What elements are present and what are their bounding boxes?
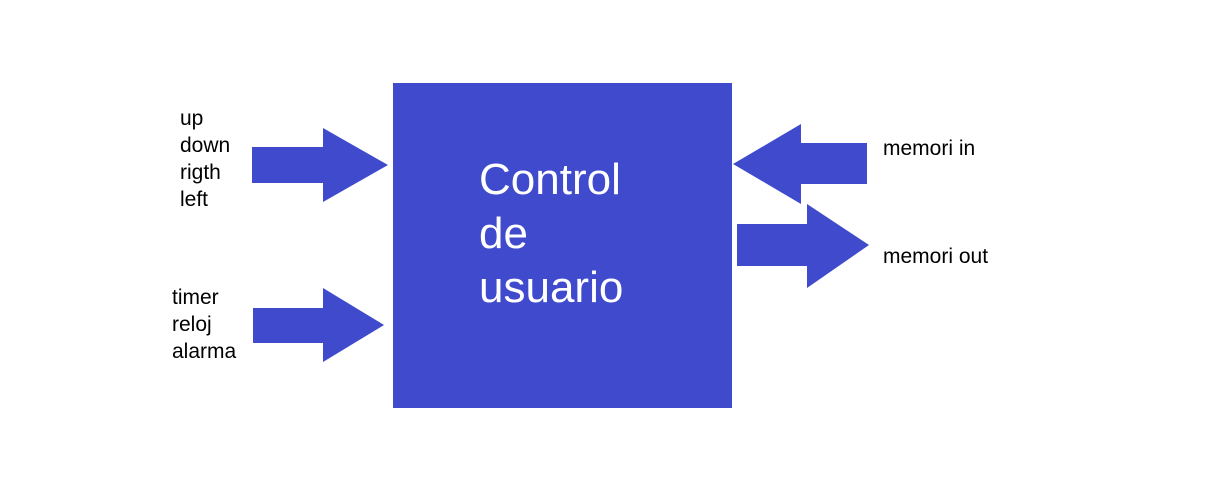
block-title-line: usuario (479, 263, 624, 312)
block-title-line: Control (479, 155, 621, 204)
input-label-left: left (180, 188, 209, 211)
control-block: Control de usuario (393, 83, 732, 408)
memori-out-label: memori out (883, 243, 988, 270)
arrow-navigation-inputs (252, 128, 388, 202)
memori-out-text: memori out (883, 245, 989, 268)
memori-in-text: memori in (883, 137, 976, 160)
block-title-line: de (479, 209, 528, 258)
input-label-alarma: alarma (172, 340, 237, 363)
input-label-right: rigth (180, 161, 221, 184)
input-label-up: up (180, 107, 204, 130)
input-label-down: down (180, 134, 231, 157)
arrow-memori-out (737, 204, 869, 288)
navigation-inputs-labels: up down rigth left (180, 105, 230, 213)
arrow-time-inputs (253, 288, 384, 362)
block-title: Control de usuario (479, 153, 623, 315)
input-label-reloj: reloj (172, 313, 212, 336)
time-inputs-labels: timer reloj alarma (172, 284, 236, 365)
memori-in-label: memori in (883, 135, 975, 162)
arrow-memori-in (733, 124, 867, 204)
input-label-timer: timer (172, 286, 219, 309)
